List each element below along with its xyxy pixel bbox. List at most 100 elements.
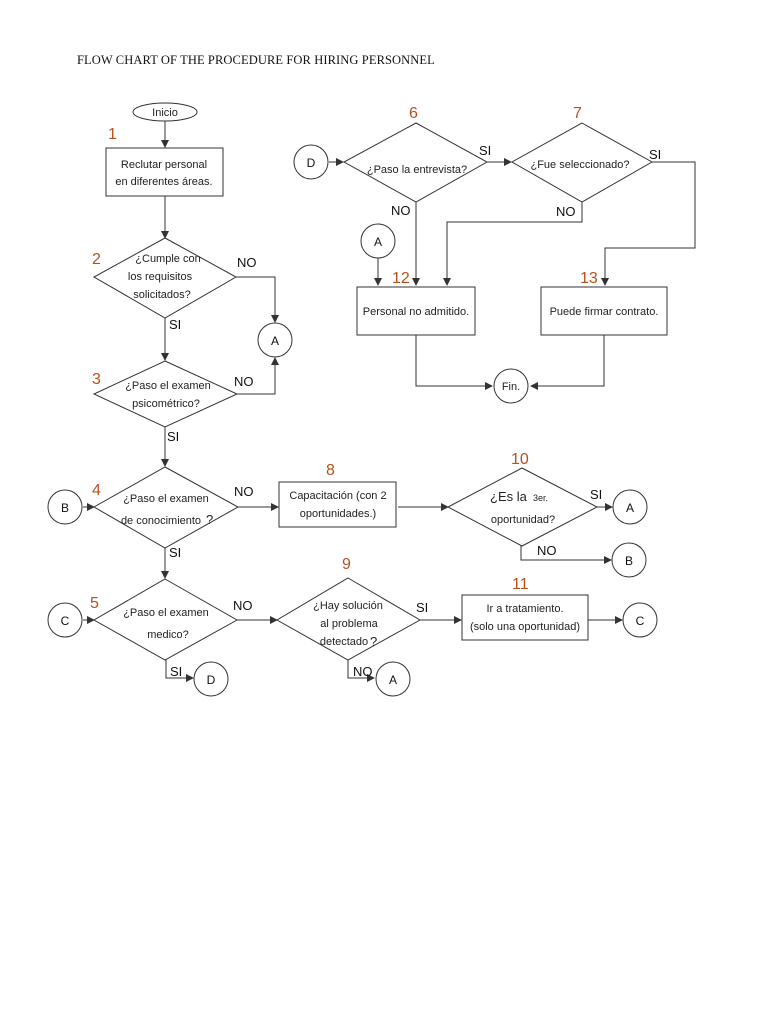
edge-3-a — [237, 357, 279, 395]
edge-label-10-no: NO — [537, 543, 557, 558]
node-10-line-1: ¿Es la — [490, 489, 528, 504]
connector-b-1 — [47, 489, 83, 525]
node-5-line-2: medico? — [147, 629, 189, 641]
node-2-decision — [92, 237, 238, 319]
node-11-line-2: (solo una oportunidad) — [470, 621, 580, 633]
edge-10-b — [520, 545, 612, 564]
node-13-sign-contract — [540, 286, 668, 336]
end-terminal — [493, 368, 529, 404]
connector-lines — [83, 121, 696, 682]
edge-label-3-si: SI — [167, 429, 179, 444]
node-9-line-2: al problema — [320, 618, 378, 630]
connector-d-2-label: D — [307, 156, 316, 170]
start-terminal — [132, 102, 198, 122]
connector-c-2-label: C — [636, 614, 645, 628]
node-3-line-1: ¿Paso el examen — [125, 380, 211, 392]
node-6-label: ¿Paso la entrevista? — [367, 164, 467, 176]
step-number-11: 11 — [512, 576, 529, 593]
connector-a-3-label: A — [389, 673, 397, 687]
node-1-line-1: Reclutar personal — [121, 159, 207, 171]
edge-label-6-si: SI — [479, 143, 491, 158]
edge-label-3-no: NO — [234, 374, 254, 389]
page-title: FLOW CHART OF THE PROCEDURE FOR HIRING P… — [77, 53, 435, 67]
connector-d-1 — [193, 661, 229, 697]
node-5-line-1: ¿Paso el examen — [123, 607, 209, 619]
node-3-decision — [92, 360, 239, 428]
edge-label-5-si: SI — [170, 664, 182, 679]
step-number-8: 8 — [326, 462, 335, 479]
step-number-12: 12 — [392, 270, 410, 287]
node-12-not-admitted — [356, 286, 476, 336]
edge-2-a — [236, 276, 279, 323]
node-4-line-1: ¿Paso el examen — [123, 493, 209, 505]
node-13-label: Puede firmar contrato. — [550, 306, 659, 318]
connector-c-1 — [47, 602, 83, 638]
node-11-treatment — [461, 594, 589, 641]
edge-label-7-no: NO — [556, 204, 576, 219]
node-7-label: ¿Fue seleccionado? — [530, 159, 629, 171]
node-9-question-mark: ? — [370, 634, 377, 649]
connector-a-2-label: A — [626, 501, 634, 515]
connector-a-1 — [257, 322, 293, 358]
node-11-line-1: Ir a tratamiento. — [486, 603, 563, 615]
node-4-line-2: de conocimiento — [121, 515, 201, 527]
step-number-1: 1 — [108, 126, 117, 143]
connector-d-2 — [293, 144, 329, 180]
node-9-decision — [276, 577, 422, 661]
node-4-question-mark: ? — [206, 512, 213, 527]
node-2-line-2: los requisitos — [128, 271, 193, 283]
step-number-5: 5 — [90, 595, 99, 612]
step-number-2: 2 — [92, 251, 101, 268]
end-label: Fin. — [502, 381, 520, 393]
node-9-line-3: detectado — [320, 636, 368, 648]
node-2-line-3: solicitados? — [133, 289, 190, 301]
edge-label-9-no: NO — [353, 664, 373, 679]
edge-label-7-si: SI — [649, 147, 661, 162]
node-3-line-2: psicométrico? — [132, 398, 200, 410]
edge-label-9-si: SI — [416, 600, 428, 615]
node-5-decision — [92, 578, 239, 661]
node-8-training — [278, 481, 397, 528]
edge-7-12 — [443, 202, 583, 286]
node-10-line-2: oportunidad? — [491, 514, 555, 526]
edge-label-2-si: SI — [169, 317, 181, 332]
node-1-recruit — [105, 147, 224, 197]
node-1-line-2: en diferentes áreas. — [115, 176, 212, 188]
step-number-3: 3 — [92, 371, 101, 388]
step-number-9: 9 — [342, 556, 351, 573]
node-4-decision — [92, 466, 240, 549]
connector-a-3 — [375, 661, 411, 697]
connector-a-4-label: A — [374, 235, 382, 249]
node-7-decision — [510, 122, 654, 203]
edge-7-13 — [601, 161, 696, 286]
start-label: Inicio — [152, 107, 178, 119]
step-number-7: 7 — [573, 105, 582, 122]
connector-c-1-label: C — [61, 614, 70, 628]
connector-b-1-label: B — [61, 501, 69, 515]
connector-a-4 — [360, 223, 396, 259]
edge-12-end — [415, 335, 493, 390]
node-6-decision — [342, 122, 489, 203]
connector-b-2-label: B — [625, 554, 633, 568]
node-10-ordinal: 3er. — [533, 493, 548, 503]
step-number-10: 10 — [511, 451, 529, 468]
node-8-line-2: oportunidades.) — [300, 508, 376, 520]
edge-13-end — [530, 335, 605, 390]
edge-9-a — [347, 658, 375, 682]
edge-label-4-si: SI — [169, 545, 181, 560]
step-number-13: 13 — [580, 270, 598, 287]
connector-a-1-label: A — [271, 334, 279, 348]
node-10-decision — [446, 467, 599, 547]
edge-label-6-no: NO — [391, 203, 411, 218]
connector-d-1-label: D — [207, 673, 216, 687]
edge-5-d — [165, 659, 194, 682]
edge-label-5-no: NO — [233, 598, 253, 613]
connector-a-2 — [612, 489, 648, 525]
step-number-4: 4 — [92, 482, 101, 499]
edge-label-2-no: NO — [237, 255, 257, 270]
edge-label-4-no: NO — [234, 484, 254, 499]
node-2-line-1: ¿Cumple con — [135, 253, 200, 265]
edge-label-10-si: SI — [590, 487, 602, 502]
